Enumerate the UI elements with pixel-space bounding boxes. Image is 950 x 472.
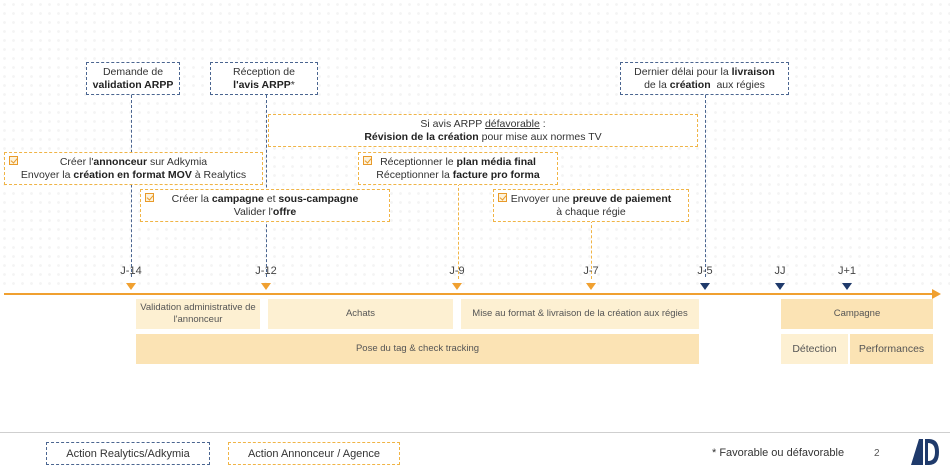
checkbox-icon	[363, 156, 372, 165]
demande-line1: Demande de	[102, 65, 164, 78]
marker-j+1	[842, 283, 852, 290]
envoyer-preuve-l1b: preuve de paiement	[572, 192, 672, 205]
si-avis-line1c: :	[539, 117, 546, 130]
marker-j-14	[126, 283, 136, 290]
receptionner-l1a: Réceptionner le	[380, 155, 457, 168]
bar-mise-au-format: Mise au format & livraison de la créatio…	[461, 299, 699, 329]
si-avis-box: Si avis ARPP défavorable : Révision de l…	[268, 114, 698, 147]
creer-annonceur-l2b: création en format MOV	[73, 168, 192, 181]
tick-j-5: J-5	[697, 265, 713, 277]
si-avis-line1a: Si avis ARPP	[420, 117, 485, 130]
dernier-delai-box: Dernier délai pour la livraison de la cr…	[620, 62, 789, 95]
creer-campagne-box: Créer la campagne et sous-campagne Valid…	[140, 189, 390, 222]
connector-receptionner	[458, 183, 459, 279]
marker-j-7	[586, 283, 596, 290]
checkbox-icon	[145, 193, 154, 202]
creer-campagne-l2a: Valider l'	[233, 205, 273, 218]
si-avis-line2a: Révision de la création	[364, 130, 479, 143]
creer-campagne-l1a: Créer la	[171, 192, 212, 205]
connector-demande	[131, 95, 132, 277]
marker-j-9	[452, 283, 462, 290]
connector-preuve	[591, 220, 592, 279]
tick-j-9: J-9	[449, 265, 465, 277]
envoyer-preuve-l1a: Envoyer une	[510, 192, 573, 205]
receptionner-l2a: Réceptionner la	[376, 168, 453, 181]
connector-dernier	[705, 95, 706, 277]
creer-annonceur-l2c: à Realytics	[191, 168, 247, 181]
page-number: 2	[874, 448, 880, 459]
checkbox-icon	[9, 156, 18, 165]
reception-asterisk: *	[290, 78, 295, 91]
timeline-axis	[4, 293, 934, 295]
envoyer-preuve-box: Envoyer une preuve de paiement à chaque …	[493, 189, 689, 222]
logo-icon	[909, 437, 940, 467]
dernier-line1b: livraison	[731, 65, 775, 78]
si-avis-defavorable: défavorable	[484, 117, 540, 130]
bar-validation-administrative: Validation administrative de l'annonceur	[136, 299, 260, 329]
tick-j-12: J-12	[255, 265, 277, 277]
marker-j-5	[700, 283, 710, 290]
tick-j-7: J-7	[583, 265, 599, 277]
legend-annonceur-agence: Action Annonceur / Agence	[228, 442, 400, 465]
dernier-line2b: création	[669, 78, 711, 91]
creer-campagne-l1c: et	[263, 192, 279, 205]
connector-reception	[266, 95, 267, 277]
bar-pose-du-tag: Pose du tag & check tracking	[136, 334, 699, 364]
tick-j-14: J-14	[120, 265, 142, 277]
creer-annonceur-l2a: Envoyer la	[20, 168, 74, 181]
marker-j-12	[261, 283, 271, 290]
tick-jj: JJ	[774, 265, 786, 277]
tick-j+1: J+1	[837, 265, 857, 277]
demande-line2: validation ARPP	[92, 78, 174, 91]
bar-campagne: Campagne	[781, 299, 933, 329]
reception-line1: Réception de	[233, 65, 295, 78]
footnote-favorable: * Favorable ou défavorable	[712, 447, 845, 459]
receptionner-l2b: facture pro forma	[452, 168, 540, 181]
footer-separator	[0, 432, 950, 433]
legend-realytics-adkymia: Action Realytics/Adkymia	[46, 442, 210, 465]
dernier-line2a: de la	[644, 78, 670, 91]
si-avis-line2b: pour mise aux normes TV	[478, 130, 602, 143]
creer-annonceur-l1b: annonceur	[93, 155, 148, 168]
creer-campagne-l1d: sous-campagne	[278, 192, 359, 205]
envoyer-preuve-l2: à chaque régie	[556, 205, 626, 218]
timeline-arrow-head	[932, 289, 941, 299]
creer-annonceur-l1c: sur Adkymia	[147, 155, 208, 168]
receptionner-box: Réceptionner le plan média final Récepti…	[358, 152, 558, 185]
dernier-line2c: aux régies	[710, 78, 765, 91]
creer-campagne-l1b: campagne	[211, 192, 264, 205]
bar-performances: Performances	[850, 334, 933, 364]
checkbox-icon	[498, 193, 507, 202]
marker-jj	[775, 283, 785, 290]
bar-achats: Achats	[268, 299, 453, 329]
creer-annonceur-l1a: Créer l'	[59, 155, 94, 168]
bar-detection: Détection	[781, 334, 848, 364]
dernier-line1a: Dernier délai pour la	[634, 65, 732, 78]
reception-line2: l'avis ARPP	[233, 78, 291, 91]
demande-validation-box: Demande de validation ARPP	[86, 62, 180, 95]
receptionner-l1b: plan média final	[456, 155, 536, 168]
creer-annonceur-box: Créer l'annonceur sur Adkymia Envoyer la…	[4, 152, 263, 185]
reception-avis-box: Réception de l'avis ARPP*	[210, 62, 318, 95]
creer-campagne-l2b: offre	[272, 205, 297, 218]
